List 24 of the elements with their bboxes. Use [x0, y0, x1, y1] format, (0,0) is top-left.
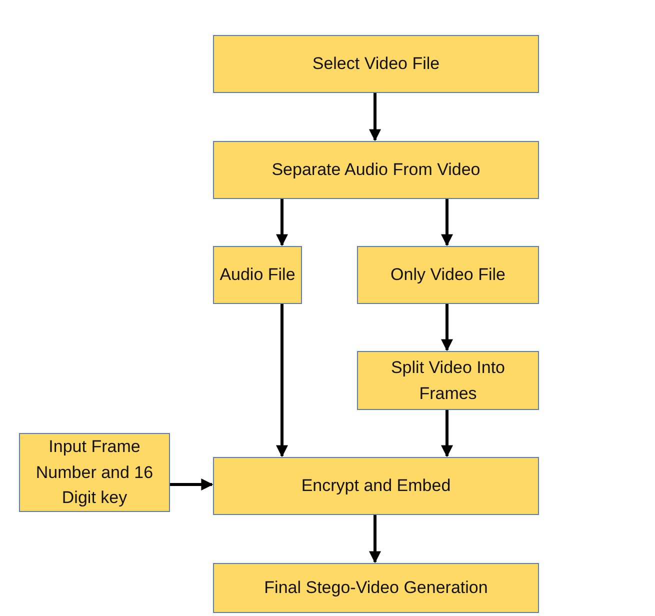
process-box — [19, 433, 170, 512]
box-label: Select Video File — [312, 53, 440, 76]
arrow — [276, 304, 288, 458]
process-box — [357, 351, 539, 410]
box-label: Only Video File — [390, 264, 506, 286]
arrow — [369, 515, 381, 564]
arrow — [441, 199, 453, 246]
arrow — [276, 199, 288, 246]
process-box — [213, 35, 539, 93]
box-label: Separate Audio From Video — [272, 159, 480, 182]
box-label: Audio File — [220, 264, 296, 286]
process-box — [213, 563, 539, 613]
process-box — [213, 457, 539, 515]
process-box — [213, 141, 539, 199]
box-label: Final Stego-Video Generation — [264, 577, 488, 600]
box-label: Split Video Into Frames — [390, 357, 506, 404]
arrow — [441, 410, 453, 458]
process-box — [213, 246, 302, 304]
arrow — [170, 478, 214, 490]
process-box — [357, 246, 539, 304]
arrow — [441, 304, 453, 352]
box-label: Encrypt and Embed — [301, 475, 451, 498]
box-label: Input Frame Number and 16 Digit key — [34, 436, 154, 510]
arrow — [369, 93, 381, 142]
